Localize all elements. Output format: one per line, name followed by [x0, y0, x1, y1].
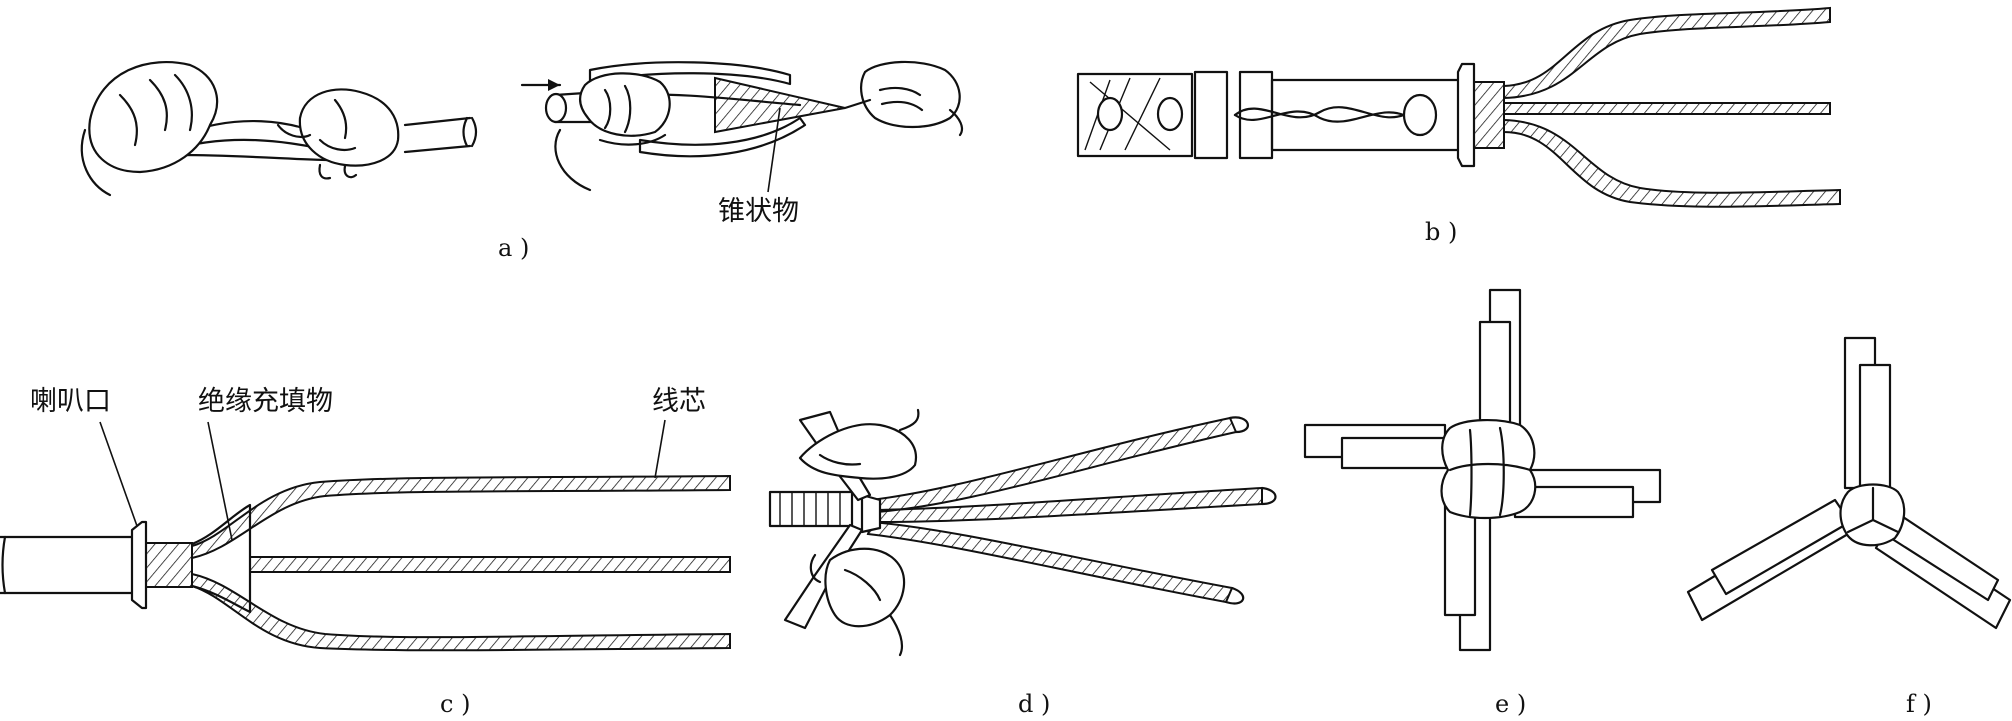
- caption-a: a ): [498, 234, 529, 262]
- panel-a: 锥状物 a ): [80, 60, 964, 262]
- panel-b-cores: [1503, 6, 1841, 208]
- cone-shape: [714, 76, 846, 134]
- tape-wrap: [145, 542, 193, 588]
- caption-c: c ): [440, 690, 470, 718]
- bundle-end: [768, 490, 854, 528]
- lower-hand: [824, 547, 906, 628]
- flare-mouth: [1456, 62, 1476, 168]
- cable-body: [0, 535, 137, 595]
- right-hand: [298, 88, 400, 167]
- upper-hand: [798, 423, 918, 480]
- panel-f: f ): [1686, 336, 2012, 718]
- panel-a-left-hands: [80, 61, 478, 197]
- panel-e: e ): [1303, 288, 1662, 718]
- tape-wrap: [860, 493, 882, 534]
- tape-wrap: [1473, 81, 1505, 149]
- collar-right: [1238, 70, 1274, 160]
- arrow-icon: [548, 79, 560, 91]
- right-fist: [860, 60, 961, 129]
- left-fist: [579, 72, 671, 137]
- caption-f: f ): [1906, 690, 1932, 718]
- caption-e: e ): [1495, 690, 1526, 718]
- tape-strip-lower: [783, 523, 864, 630]
- core-bulb: [1402, 93, 1438, 137]
- panel-a-right-hands: 锥状物: [520, 60, 964, 227]
- panel-b: b ): [1076, 6, 1841, 246]
- knot-wrap: [1440, 418, 1537, 520]
- core-label: 线芯: [652, 386, 706, 417]
- panel-c-cores: [191, 474, 731, 652]
- flare-mouth: [130, 520, 148, 610]
- collar-left: [1193, 70, 1229, 160]
- caption-b: b ): [1425, 218, 1457, 246]
- panel-c: 喇叭口 绝缘充填物 线芯 c ): [0, 386, 731, 718]
- cone-label: 锥状物: [718, 196, 799, 227]
- flare-label: 喇叭口: [30, 386, 111, 417]
- caption-d: d ): [1018, 690, 1050, 718]
- panel-d: d ): [768, 408, 1277, 718]
- filler-label: 绝缘充填物: [198, 386, 333, 417]
- panel-d-cores: [866, 416, 1277, 605]
